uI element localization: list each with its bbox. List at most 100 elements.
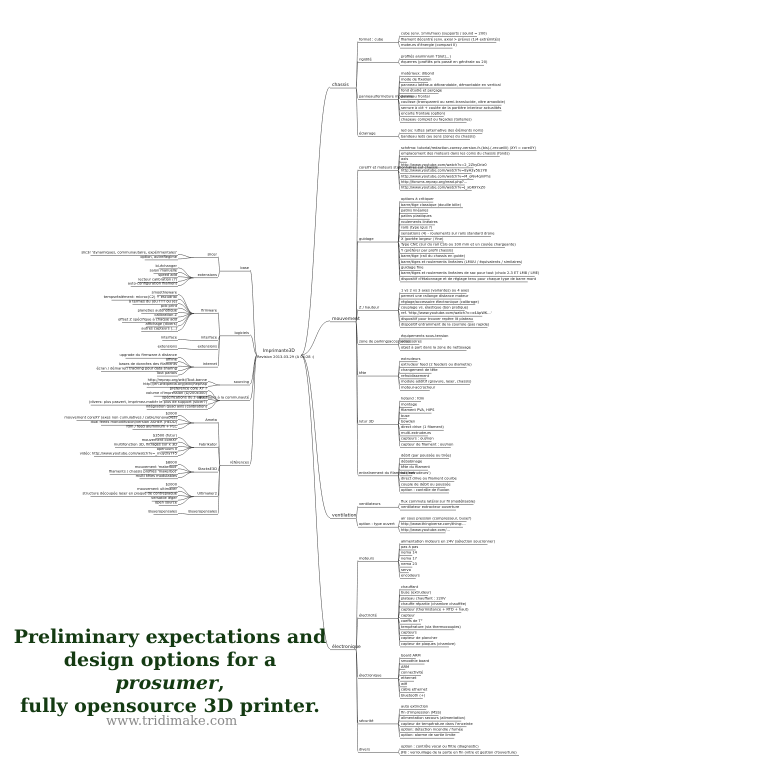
- leaf-logiciels-1-0[interactable]: interface: [161, 335, 178, 339]
- leaf-logiciels-0-8[interactable]: autres capteurs (...): [141, 326, 177, 330]
- node-base-0[interactable]: slicer: [207, 253, 217, 257]
- leaf-logiciels-3-0[interactable]: upgrade du firmware à distance: [120, 353, 178, 357]
- leaf-mouvement-5-1[interactable]: montage: [401, 402, 418, 406]
- leaf-electronique-4-1[interactable]: JFB : verrouillage de la porte en fin (v…: [400, 750, 517, 754]
- leaf-mouvement-2-1[interactable]: permet une rallonge distance moteur: [401, 294, 469, 298]
- leaf-mouvement-0-0[interactable]: schéma: tutorial/redaction-corexy-versio…: [401, 146, 536, 150]
- leaf-references-3-2[interactable]: structure découpée laser en plaque de co…: [82, 492, 177, 496]
- leaf-electronique-2-0[interactable]: board ARM: [401, 653, 421, 657]
- leaf-chassis-2-5[interactable]: coulisse (transparent ou semi-translucid…: [401, 100, 506, 104]
- leaf-logiciels-0-4[interactable]: planeties autonotique: [138, 309, 178, 313]
- node-mouvement-4[interactable]: tête: [359, 371, 367, 375]
- node-mouvement-0[interactable]: coreXY et moteurs stationnaires sur chas…: [359, 166, 438, 170]
- leaf-logiciels-0-7[interactable]: affichage (divers): [145, 322, 177, 326]
- branch-logiciels[interactable]: logiciels: [234, 331, 249, 335]
- node-logiciels-2[interactable]: extensions: [198, 344, 218, 348]
- leaf-logiciels-2-0[interactable]: extensions: [158, 344, 178, 348]
- node-base-1[interactable]: extensions: [198, 273, 218, 277]
- leaf-mouvement-3-0[interactable]: équipements sous-tension: [401, 334, 448, 338]
- leaf-mouvement-6-4[interactable]: direct drive ou filament courbe: [401, 477, 457, 481]
- leaf-base-1-3[interactable]: lecteur calibration (?): [138, 277, 177, 281]
- leaf-logiciels-0-6[interactable]: offset Z spécifique à chaque add: [118, 317, 177, 321]
- leaf-electronique-1-8[interactable]: capteurs: [401, 631, 417, 635]
- leaf-chassis-1-0[interactable]: profilés aluminium TSlot(...): [401, 55, 451, 59]
- leaf-mouvement-6-6[interactable]: option : contrôle de fluxion: [401, 488, 449, 492]
- leaf-chassis-2-0[interactable]: matériaux: dibond: [401, 72, 434, 76]
- leaf-chassis-2-1[interactable]: mode de fixation: [401, 77, 431, 81]
- leaf-mouvement-1-4[interactable]: roulements linéaires: [401, 220, 438, 224]
- node-ventilation-0[interactable]: ventilateurs: [359, 502, 381, 506]
- leaf-mouvement-4-2[interactable]: changement de tête: [401, 368, 438, 372]
- node-mouvement-2[interactable]: Z / hauteur: [359, 305, 380, 309]
- leaf-mouvement-2-6[interactable]: dispositif entrainment de la courroie (p…: [401, 323, 490, 327]
- leaf-references-2-0[interactable]: $8000: [166, 460, 178, 464]
- leaf-mouvement-5-5[interactable]: direct drive (1 filament): [401, 425, 444, 429]
- leaf-mouvement-1-10[interactable]: barre/tige (rail du chassis en guide): [401, 254, 466, 258]
- node-logiciels-3[interactable]: internet: [203, 362, 218, 366]
- leaf-mouvement-5-2[interactable]: filament PVA, HIPS: [401, 408, 435, 412]
- branch-questions[interactable]: questions à la communauté: [199, 396, 250, 400]
- branch-sourcing[interactable]: sourcing: [234, 380, 249, 384]
- root-node-line1[interactable]: Imprimante3D: [263, 348, 295, 354]
- leaf-base-0-0[interactable]: slic3r 'dynamiques, communautaire, expér…: [81, 250, 177, 254]
- leaf-electronique-3-2[interactable]: alimentation secours (alimentation): [401, 716, 466, 720]
- branch-electronique[interactable]: électronique: [332, 643, 361, 650]
- node-references-3[interactable]: Ultimaker2: [197, 492, 217, 496]
- leaf-references-2-3[interactable]: multi têtes modulables: [136, 474, 178, 478]
- leaf-mouvement-0-3[interactable]: http://www.youtube.com/watch?v=2_2ZkyDri…: [401, 163, 487, 167]
- leaf-mouvement-5-3[interactable]: buse: [401, 414, 410, 418]
- leaf-mouvement-4-0[interactable]: extrudeurs: [401, 357, 421, 361]
- leaf-references-2-1[interactable]: mouvement 'makerbot': [135, 465, 177, 469]
- node-electronique-1[interactable]: électricité: [359, 613, 378, 617]
- leaf-ventilation-1-1[interactable]: http://www.thingiverse.com/thing:...: [401, 522, 466, 526]
- leaf-references-0-1[interactable]: mouvement coreXY (axes non cumulatives /…: [64, 416, 177, 420]
- node-chassis-3[interactable]: éclairage: [359, 132, 376, 136]
- leaf-references-3-4[interactable]: open source: [155, 501, 178, 505]
- leaf-chassis-0-0[interactable]: cube (env. 1mm/max) (supports / sound = …: [401, 32, 487, 36]
- leaf-electronique-0-1[interactable]: pas à pas: [401, 545, 418, 549]
- leaf-sourcing-1[interactable]: http://en.wikipedia.org/wiki/RepRap: [143, 382, 208, 386]
- leaf-electronique-1-7[interactable]: température (via thermocouples): [401, 625, 461, 629]
- leaf-logiciels-0-0[interactable]: smoothieware: [152, 291, 178, 295]
- leaf-references-1-2[interactable]: multifonction 3D, filtrages sur x 3D: [114, 443, 177, 447]
- leaf-mouvement-1-0[interactable]: options à critiquer: [401, 197, 434, 201]
- leaf-mouvement-3-1[interactable]: accessoires: [401, 340, 422, 344]
- leaf-mouvement-0-4[interactable]: http://www.youtube.com/watch?v=8yA3y5b1Y…: [401, 169, 488, 173]
- branch-mouvement[interactable]: mouvement: [332, 316, 360, 322]
- leaf-electronique-2-7[interactable]: bluetooth (+): [401, 693, 426, 697]
- leaf-electronique-2-1[interactable]: smoothie board: [401, 659, 429, 663]
- leaf-mouvement-1-3[interactable]: patins plastiques: [401, 214, 432, 218]
- leaf-mouvement-6-1[interactable]: débobinage: [401, 459, 423, 463]
- node-references-1[interactable]: Fabrikator: [199, 443, 218, 447]
- leaf-electronique-2-2[interactable]: ARM: [401, 665, 409, 669]
- leaf-electronique-1-9[interactable]: capteur de plancher: [401, 636, 438, 640]
- leaf-mouvement-0-6[interactable]: http://forums.reprap.org/read.php?...: [401, 180, 467, 184]
- branch-references[interactable]: références: [230, 460, 249, 464]
- leaf-ventilation-1-2[interactable]: http://www.youtube.com/...: [401, 528, 450, 532]
- leaf-mouvement-5-8[interactable]: capteur de filament : oui/non: [401, 442, 453, 446]
- leaf-mouvement-5-4[interactable]: bowden: [401, 420, 415, 424]
- leaf-mouvement-6-3[interactable]: bobines: [401, 471, 415, 475]
- leaf-mouvement-1-13[interactable]: barre/tiges et roulements linéaires de s…: [401, 271, 540, 275]
- leaf-ventilation-1-0[interactable]: air sous pression (compresseur, buse?): [401, 516, 472, 520]
- leaf-logiciels-3-2[interactable]: bases de données des filaments: [119, 362, 177, 366]
- leaf-base-1-2[interactable]: speed add: [158, 273, 177, 277]
- leaf-references-1-3[interactable]: openuum II: [157, 447, 177, 451]
- leaf-mouvement-5-7[interactable]: capteurs : oui/non: [401, 437, 434, 441]
- leaf-chassis-2-2[interactable]: panneau latéraux débrandable, démontable…: [401, 83, 501, 87]
- leaf-references-3-0[interactable]: $2000: [166, 483, 178, 487]
- leaf-electronique-1-1[interactable]: buse (extrudeur): [401, 591, 432, 595]
- leaf-references-0-0[interactable]: $2000: [166, 411, 178, 415]
- leaf-mouvement-5-0[interactable]: hotend : fdm: [401, 397, 425, 401]
- leaf-logiciels-3-1[interactable]: offline: [166, 358, 178, 362]
- leaf-logiciels-0-5[interactable]: calibration Z: [154, 313, 177, 317]
- leaf-electronique-0-0[interactable]: alimentation moteurs en 24V (sélection s…: [401, 539, 496, 543]
- leaf-mouvement-5-6[interactable]: multi-extrudeurs: [401, 431, 431, 435]
- leaf-electronique-3-3[interactable]: capteur de température dans l'enceinte: [401, 722, 473, 726]
- leaf-questions-3[interactable]: (divers: plus pasvert, imprimez-matièr l…: [89, 400, 208, 404]
- leaf-electronique-1-2[interactable]: plateau chauffant : 220V: [401, 596, 446, 600]
- node-chassis-0[interactable]: format : cube: [359, 37, 384, 41]
- leaf-electronique-2-4[interactable]: ethernet: [401, 676, 417, 680]
- leaf-electronique-2-3[interactable]: connectivité: [401, 670, 424, 674]
- node-electronique-3[interactable]: sécurité: [359, 719, 374, 723]
